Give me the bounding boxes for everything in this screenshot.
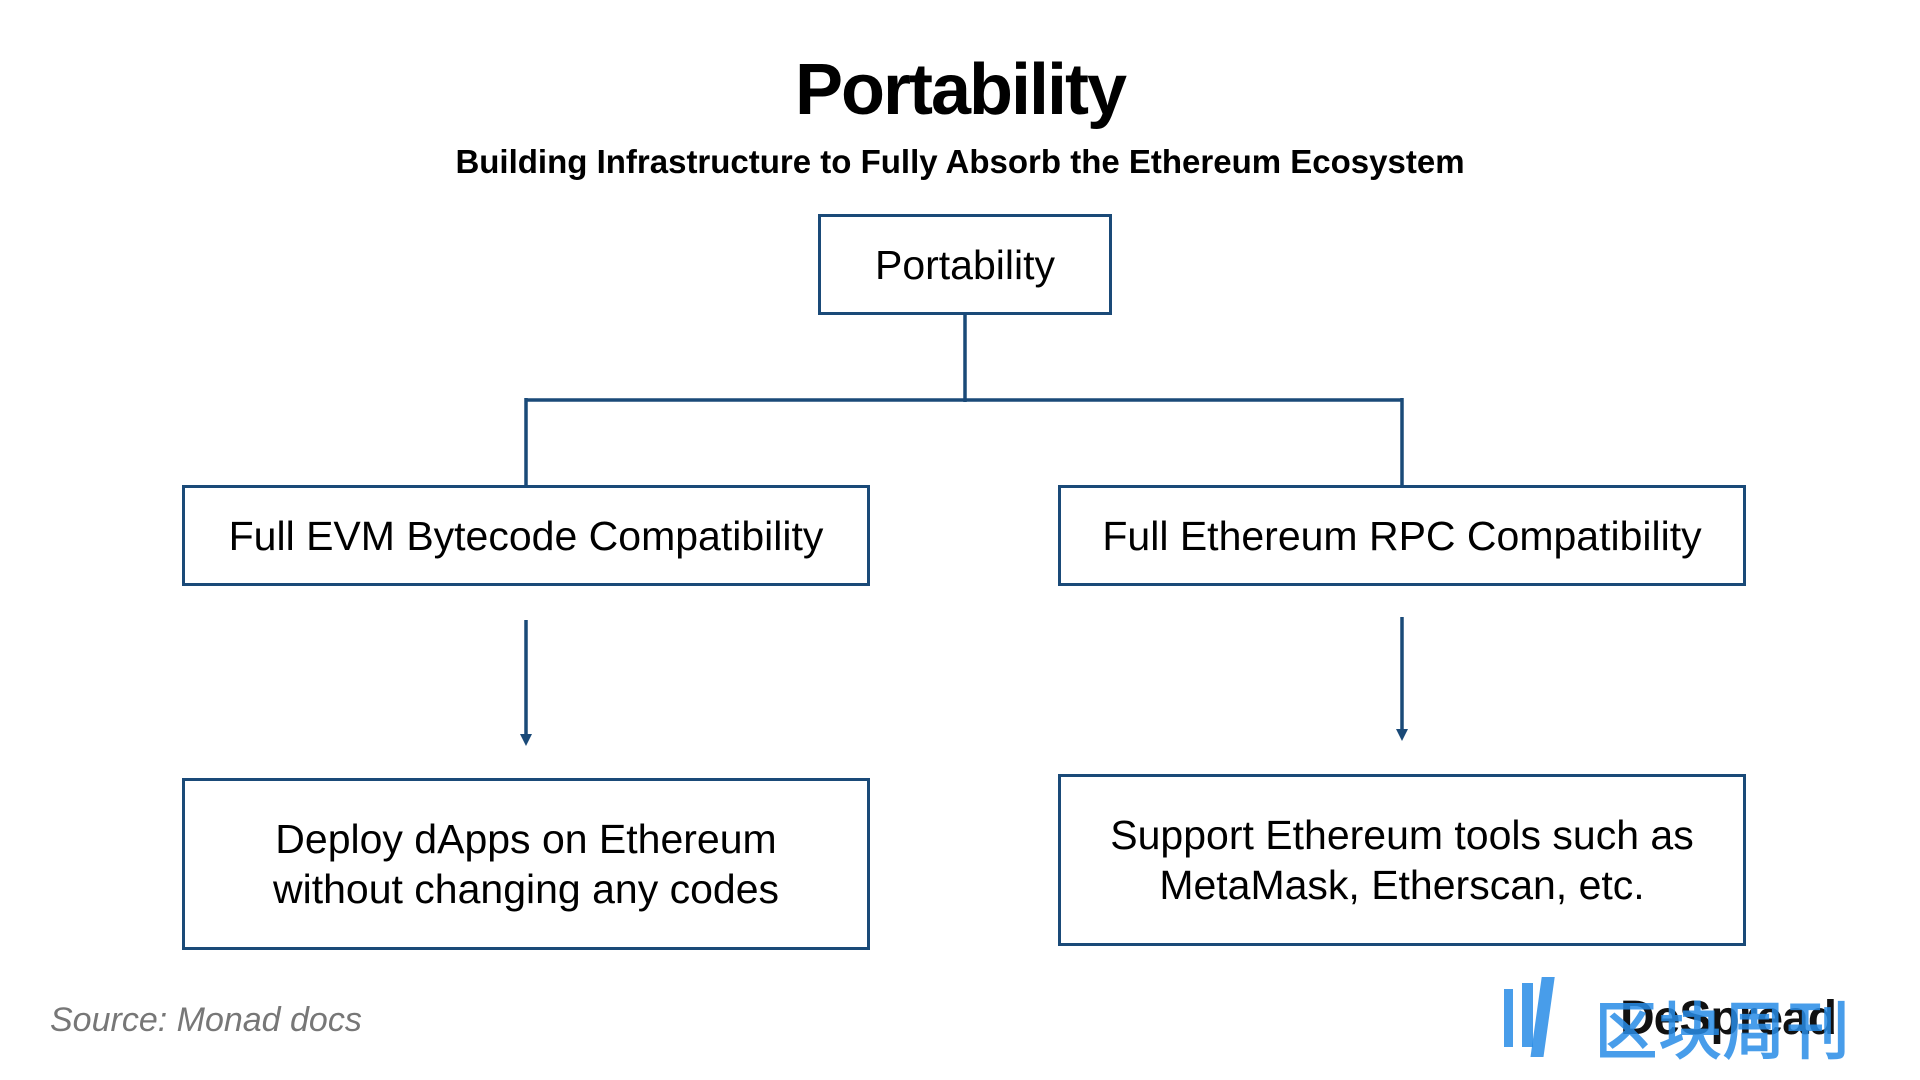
watermark-bars-icon (1504, 977, 1555, 1057)
diagram-title: Portability (794, 50, 1127, 130)
node-support-line2: MetaMask, Etherscan, etc. (1159, 862, 1645, 908)
watermark-cn-text: 区块周刊 (1595, 998, 1852, 1067)
brand-name: DeSpread (1620, 992, 1837, 1045)
node-evm-label: Full EVM Bytecode Compatibility (228, 512, 824, 559)
node-evm-compatibility: Full EVM Bytecode Compatibility (182, 485, 870, 586)
node-root-label: Portability (874, 241, 1055, 288)
brand-logo: DeSpread 区块周刊 (1500, 975, 1900, 1067)
node-deploy-dapps: Deploy dApps on Ethereum without changin… (182, 778, 870, 950)
source-caption: Source: Monad docs (50, 1001, 362, 1039)
node-rpc-label: Full Ethereum RPC Compatibility (1102, 512, 1702, 559)
node-support-tools: Support Ethereum tools such as MetaMask,… (1058, 774, 1746, 946)
node-rpc-compatibility: Full Ethereum RPC Compatibility (1058, 485, 1746, 586)
node-support-line1: Support Ethereum tools such as (1110, 812, 1694, 858)
diagram-subtitle: Building Infrastructure to Fully Absorb … (455, 143, 1465, 180)
node-root: Portability (818, 214, 1112, 315)
node-deploy-line2: without changing any codes (272, 866, 779, 912)
node-deploy-line1: Deploy dApps on Ethereum (275, 816, 777, 862)
